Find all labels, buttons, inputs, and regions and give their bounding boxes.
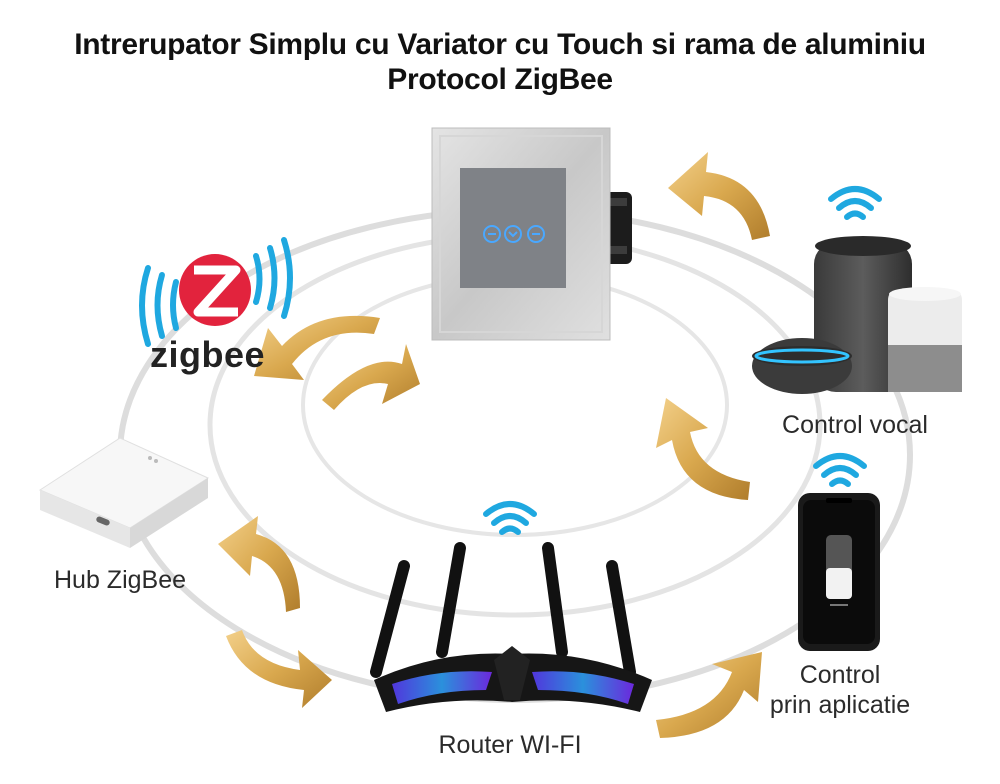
smartphone-icon [798,456,880,651]
page-subtitle: Protocol ZigBee [387,63,613,96]
label-voice-control: Control vocal [782,411,928,439]
label-zigbee-hub: Hub ZigBee [53,566,187,594]
arrow-hub-to-router [226,630,332,708]
label-wifi-router: Router WI-FI [438,731,582,759]
arrow-voice-to-switch [668,152,770,240]
connection-arrows [218,152,770,738]
page-title: Intrerupator Simplu cu Variator cu Touch… [74,28,926,61]
touch-dimmer-switch-icon [431,127,632,341]
zigbee-hub-icon [38,437,210,548]
arrow-router-to-hub [218,516,300,612]
smart-speakers-icon [752,189,962,394]
wifi-router-icon [370,504,652,712]
label-app-line1: Control [799,661,881,689]
label-app-control: Control prin aplicatie [755,660,925,720]
arrow-zigbee-to-switch [322,344,420,410]
label-app-line2: prin aplicatie [769,691,911,719]
arrow-switch-to-zigbee [254,315,380,380]
arrow-router-to-app [656,652,762,738]
zigbee-logo [139,237,293,347]
arrow-app-to-voice [656,398,750,500]
zigbee-logo-wordmark: zigbee [150,334,266,375]
